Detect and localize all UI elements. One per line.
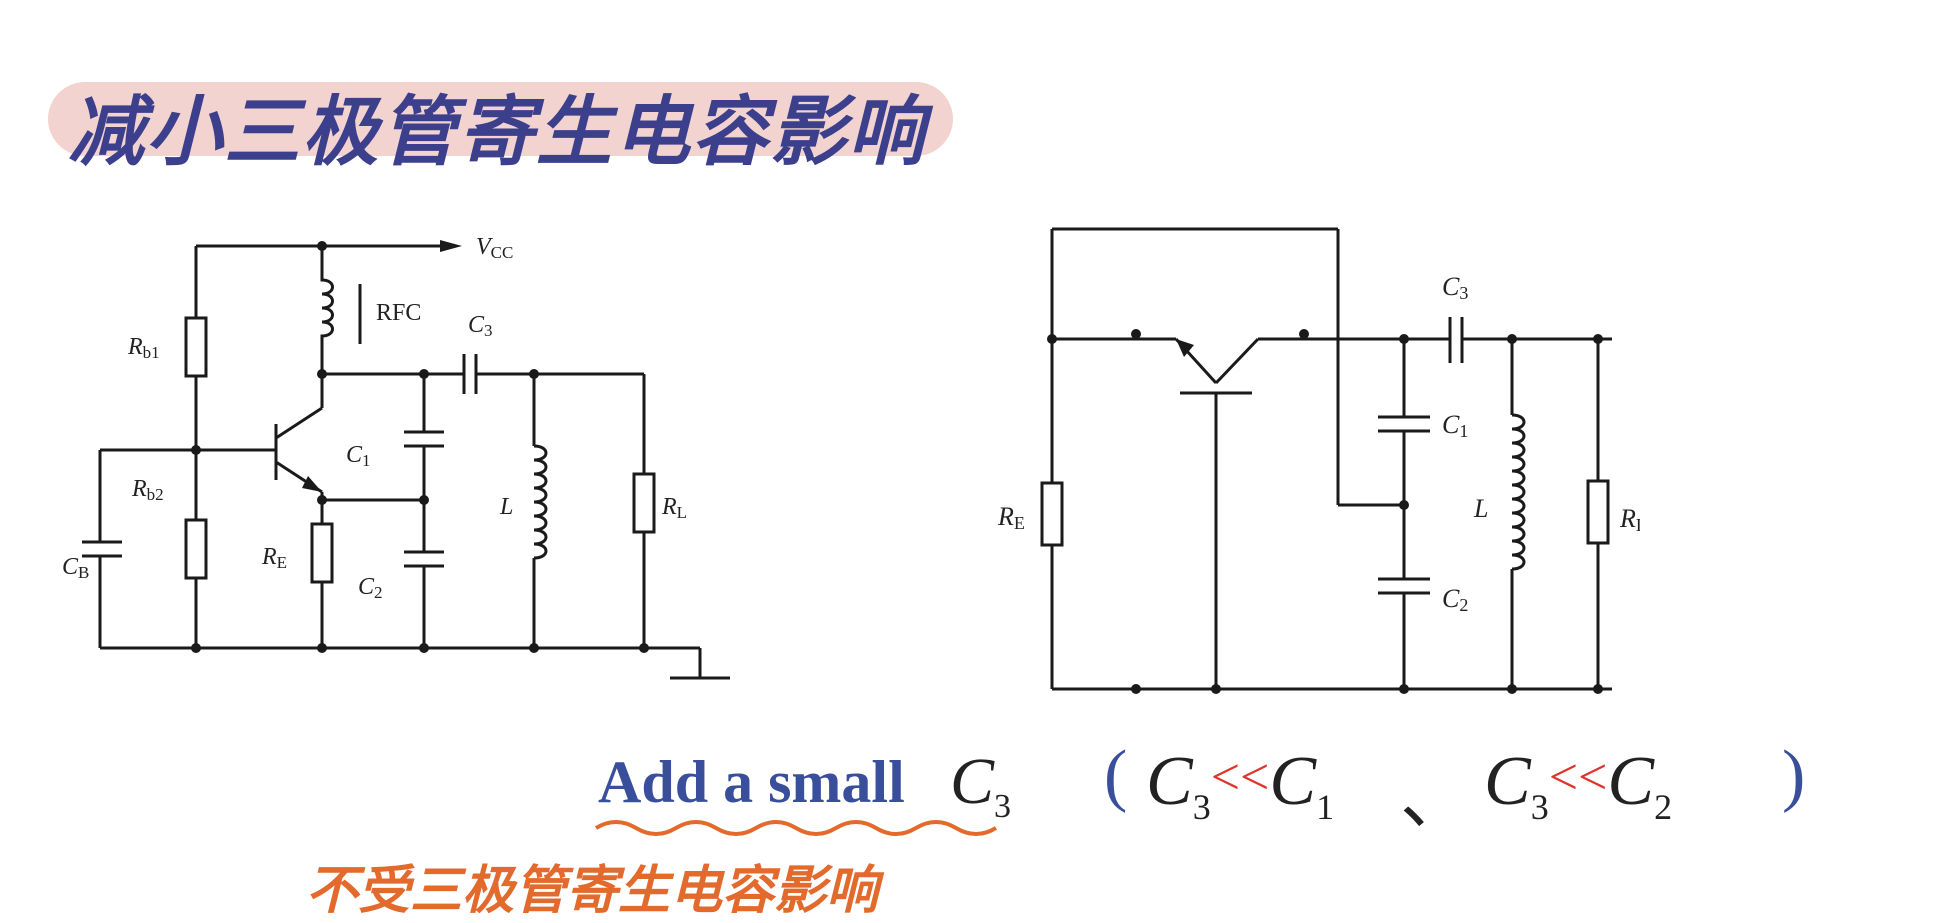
right-circuit-diagram: C3 C1 RE L RL C2 <box>997 227 1640 694</box>
right-c3-label: C3 <box>1442 272 1468 303</box>
left-re-label: RE <box>261 544 287 572</box>
right-re-label: RE <box>997 502 1025 533</box>
separator: 、 <box>1400 761 1470 838</box>
title-highlight <box>48 82 953 156</box>
condition-2: C3<<C2 <box>1484 743 1673 827</box>
rb1-label: Rb1 <box>127 334 160 362</box>
wavy-underline <box>594 820 998 836</box>
condition-1: C3<<C1 <box>1146 743 1335 827</box>
paren-open: ( <box>1104 737 1128 814</box>
right-c1-label: C1 <box>1442 410 1468 441</box>
left-c1-label: C1 <box>346 442 371 470</box>
left-c3-label: C3 <box>468 312 493 340</box>
caption-c3: C3 <box>950 745 1012 826</box>
right-l-label: L <box>1473 494 1488 523</box>
add-small-text: Add a small <box>598 749 905 815</box>
title-banner: 减小三极管寄生电容影响 <box>48 78 953 176</box>
left-circuit-diagram: VCC RFC C3 Rb1 C1 Rb2 L RL RE C2 CB <box>62 234 730 680</box>
cb-label: CB <box>62 554 89 582</box>
left-c2-label: C2 <box>358 574 383 602</box>
handwritten-note: 不受三极管寄生电容影响 <box>306 861 879 921</box>
left-rl-label: RL <box>661 494 687 522</box>
paren-close: ) <box>1782 737 1806 814</box>
left-l-label: L <box>499 494 513 520</box>
vcc-label: VCC <box>476 234 513 262</box>
page-title: 减小三极管寄生电容影响 <box>68 87 926 176</box>
rfc-label: RFC <box>376 300 421 326</box>
rb2-label: Rb2 <box>131 476 164 504</box>
right-rl-label: RL <box>1619 504 1640 535</box>
right-c2-label: C2 <box>1442 584 1468 615</box>
